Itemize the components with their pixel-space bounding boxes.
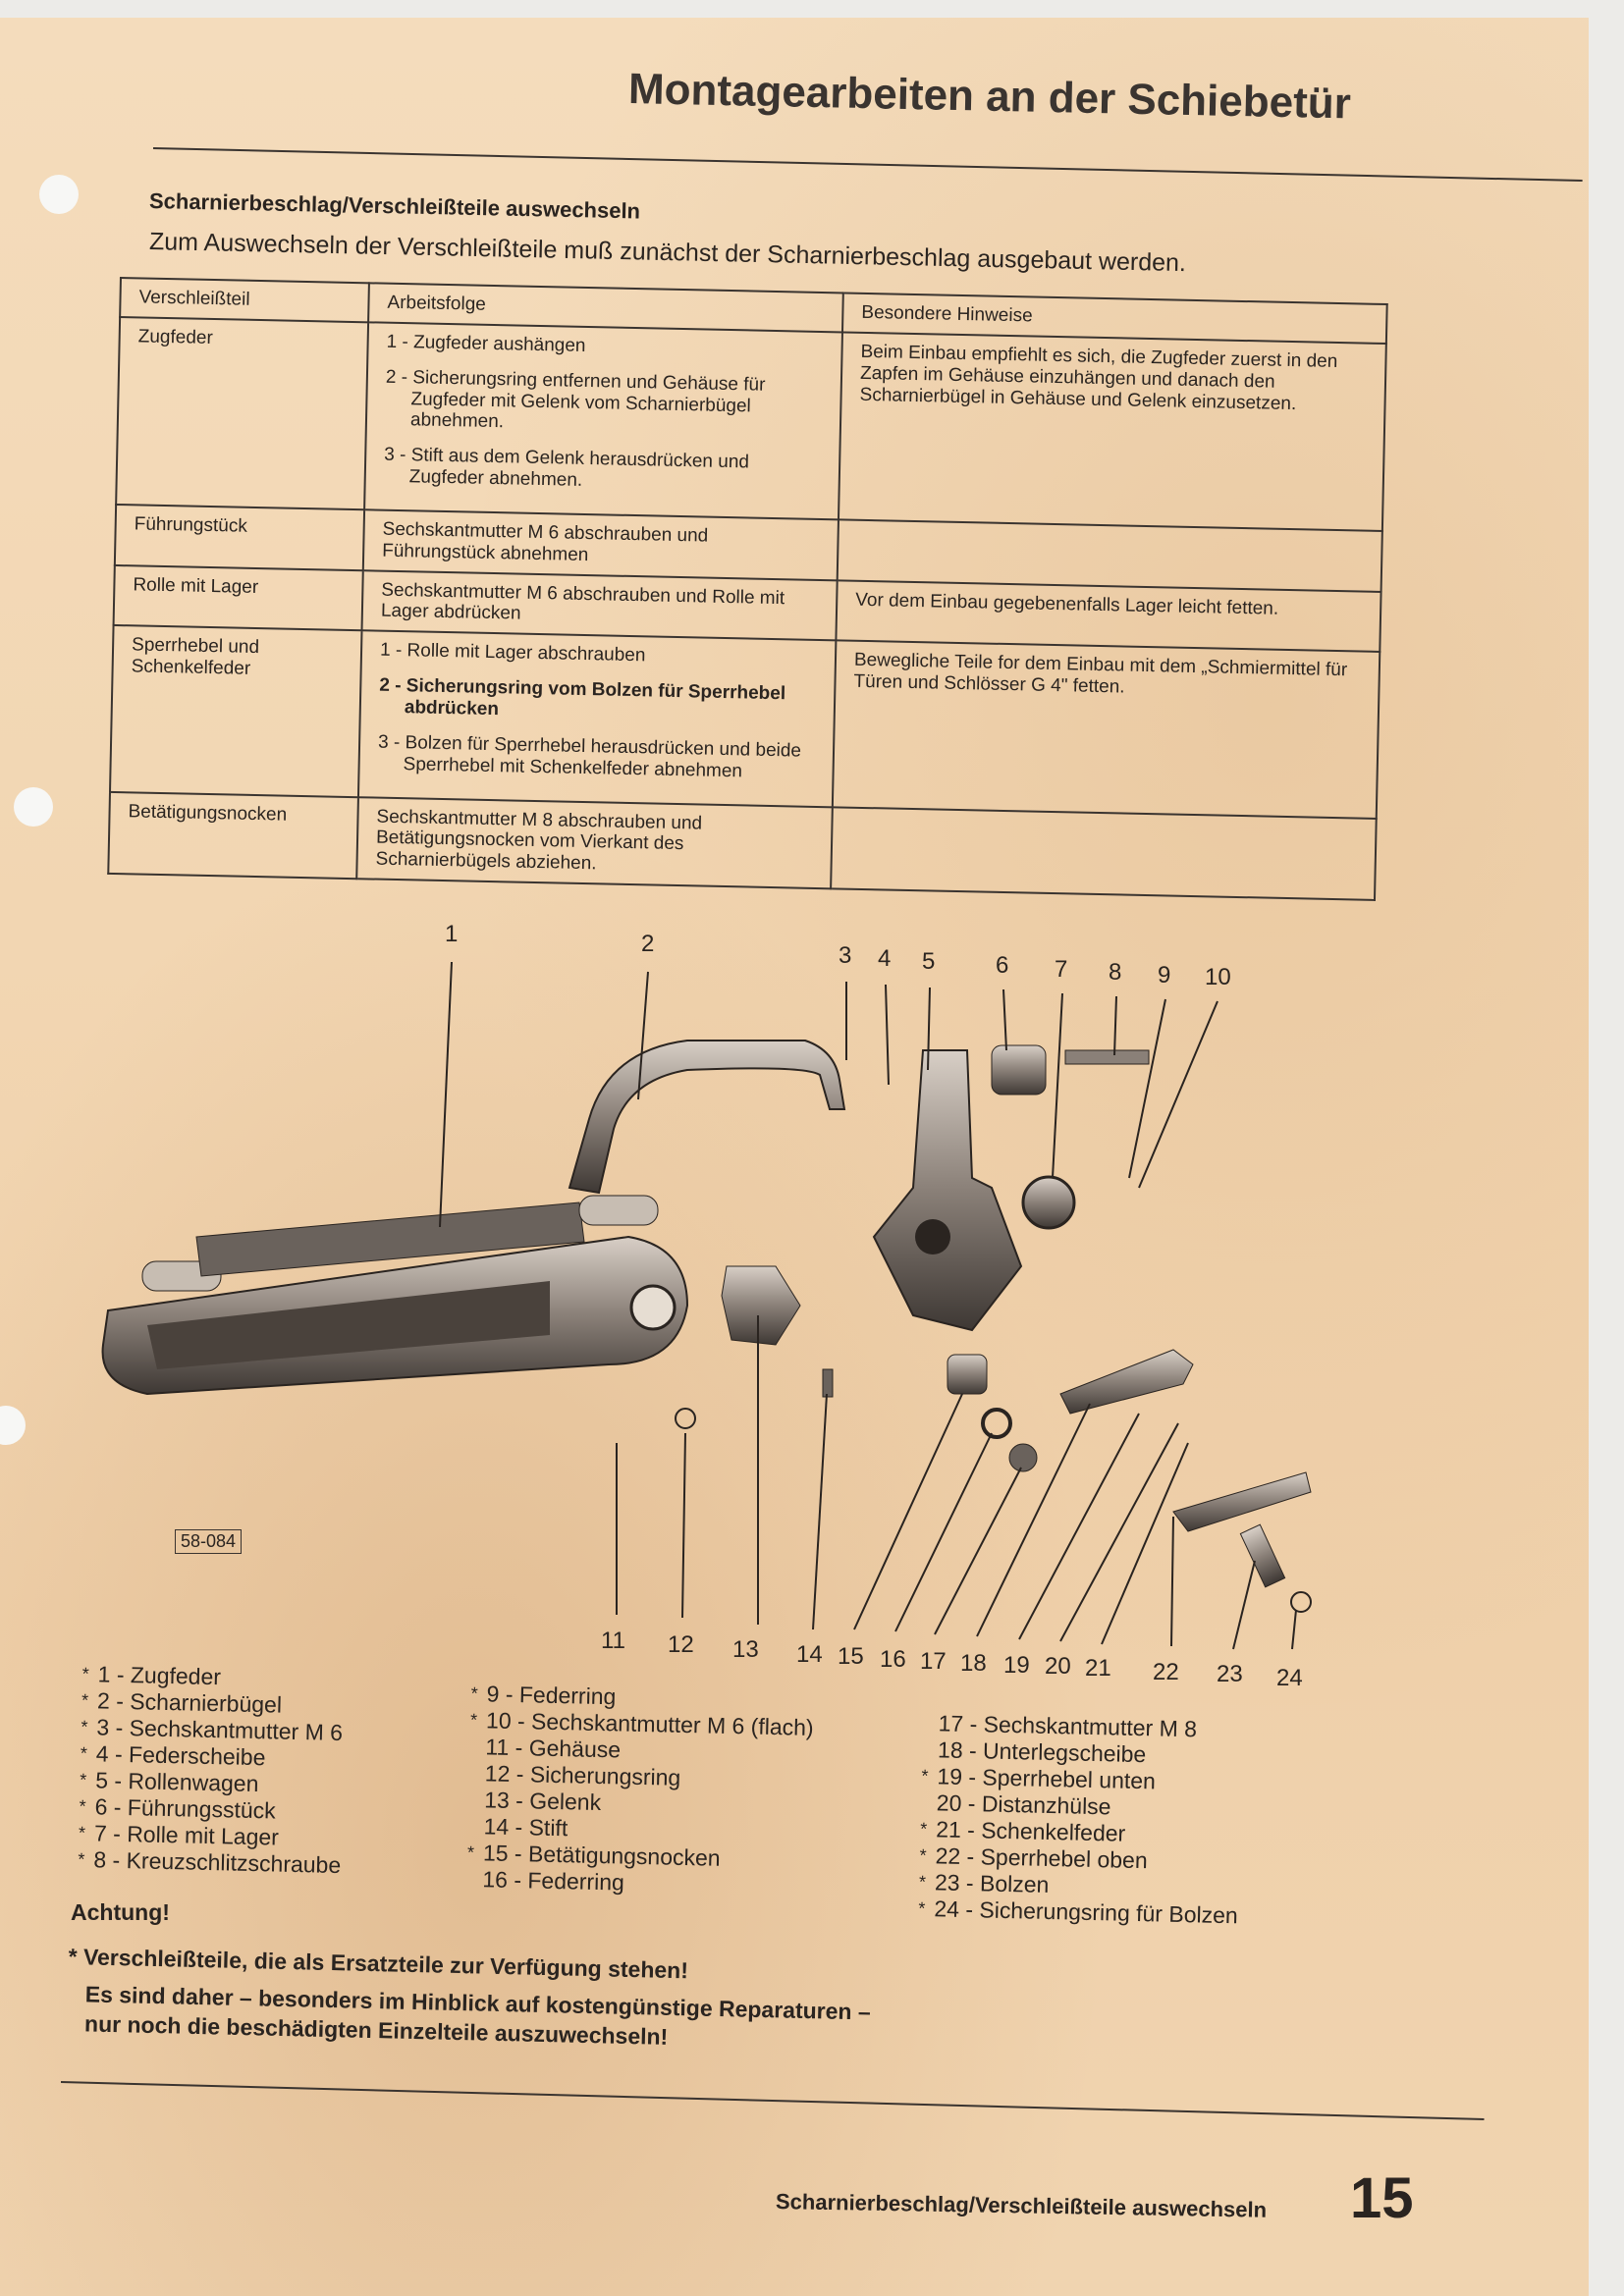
legend-label: 2 - Scharnierbügel (96, 1687, 283, 1718)
callout-1: 1 (445, 921, 459, 947)
callout-22: 22 (1153, 1659, 1179, 1685)
wear-part-marker: * (80, 1742, 88, 1764)
callout-5: 5 (922, 948, 936, 975)
wear-part-marker: * (920, 1818, 928, 1840)
callout-19: 19 (1003, 1652, 1030, 1679)
legend-label: 9 - Federring (486, 1681, 617, 1710)
wear-part-marker: * (918, 1871, 927, 1893)
legend-label: 5 - Rollenwagen (94, 1767, 259, 1797)
bolt-part (1239, 1523, 1286, 1588)
callout-6: 6 (996, 952, 1009, 979)
page-number: 15 (1350, 2166, 1414, 2230)
warning-title: Achtung! (71, 1899, 170, 1925)
parts-legend-column-2: *9 - Federring*10 - Sechskantmutter M 6 … (466, 1681, 814, 1900)
leader-lines (439, 961, 1312, 1650)
wear-part-marker: * (78, 1848, 85, 1870)
nut-part (947, 1354, 988, 1395)
roller-part (1021, 1175, 1076, 1230)
legend-label: 13 - Gelenk (483, 1787, 602, 1816)
callout-13: 13 (732, 1636, 759, 1663)
punch-hole (39, 175, 79, 214)
joint-part (721, 1265, 801, 1346)
callout-14: 14 (796, 1641, 823, 1668)
guide-piece-part (991, 1044, 1047, 1095)
legend-label: 15 - Betätigungsnocken (482, 1840, 721, 1871)
screw-part (1064, 1049, 1150, 1065)
punch-hole (14, 787, 53, 827)
legend-label: 23 - Bolzen (934, 1869, 1050, 1897)
legend-label: 20 - Distanzhülse (936, 1789, 1111, 1820)
pin-part (822, 1368, 834, 1398)
wear-part-marker: * (81, 1689, 89, 1711)
callout-11: 11 (601, 1628, 625, 1654)
callout-23: 23 (1217, 1661, 1243, 1687)
legend-label: 19 - Sperrhebel unten (937, 1763, 1157, 1794)
legend-label: 18 - Unterlegscheibe (937, 1736, 1147, 1768)
lower-lock-lever-part (1172, 1471, 1312, 1532)
figure-code: 58-084 (175, 1529, 243, 1554)
wear-part-marker: * (78, 1822, 86, 1843)
legend-label: 16 - Federring (482, 1866, 625, 1896)
legend-label: 12 - Sicherungsring (484, 1760, 681, 1790)
hinge-bracket-part (568, 1040, 846, 1195)
callout-7: 7 (1055, 956, 1068, 983)
legend-label: 7 - Rolle mit Lager (93, 1820, 280, 1850)
wear-part-marker: * (81, 1716, 88, 1737)
callout-9: 9 (1158, 962, 1171, 988)
legend-label: 6 - Führungsstück (94, 1793, 276, 1824)
legend-label: 22 - Sperrhebel oben (935, 1842, 1148, 1874)
spring-part (141, 1195, 659, 1292)
callout-12: 12 (668, 1631, 694, 1658)
wear-part-marker: * (918, 1897, 926, 1919)
wear-part-marker: * (921, 1765, 929, 1787)
housing-part (101, 1235, 689, 1396)
callout-24: 24 (1276, 1665, 1303, 1691)
legend-label: 8 - Kreuzschlitzschraube (93, 1846, 342, 1879)
warning-block: * Verschleißteile, die als Ersatzteile z… (67, 1942, 872, 2056)
legend-label: 21 - Schenkelfeder (935, 1816, 1126, 1846)
document-page (0, 18, 1589, 2296)
parts-legend-column-1: *1 - Zugfeder*2 - Scharnierbügel*3 - Sec… (78, 1661, 346, 1879)
legend-label: 11 - Gehäuse (485, 1734, 622, 1763)
wear-part-marker: * (79, 1795, 86, 1817)
callout-17: 17 (920, 1648, 947, 1675)
callout-16: 16 (880, 1646, 906, 1673)
wear-part-marker: * (469, 1709, 478, 1731)
callout-8: 8 (1109, 959, 1122, 986)
wear-part-marker: * (81, 1663, 89, 1684)
legend-label: 14 - Stift (483, 1813, 568, 1842)
wear-part-marker: * (470, 1682, 478, 1704)
callout-3: 3 (839, 942, 852, 969)
roller-carriage-part (872, 1049, 1023, 1332)
callout-18: 18 (960, 1650, 987, 1677)
callout-2: 2 (641, 931, 655, 957)
wear-part-marker: * (80, 1769, 87, 1790)
callout-21: 21 (1085, 1655, 1111, 1682)
callout-15: 15 (838, 1643, 864, 1670)
washer-part (981, 1408, 1012, 1439)
wear-part-marker: * (466, 1842, 475, 1863)
callout-20: 20 (1045, 1653, 1071, 1680)
callout-4: 4 (878, 945, 892, 972)
wear-part-marker: * (919, 1844, 927, 1866)
upper-lock-lever-part (1059, 1349, 1194, 1415)
callout-10: 10 (1205, 964, 1231, 990)
legend-label: 4 - Federscheibe (95, 1740, 266, 1771)
legend-label: 1 - Zugfeder (97, 1661, 222, 1690)
nut-part (1008, 1443, 1038, 1472)
